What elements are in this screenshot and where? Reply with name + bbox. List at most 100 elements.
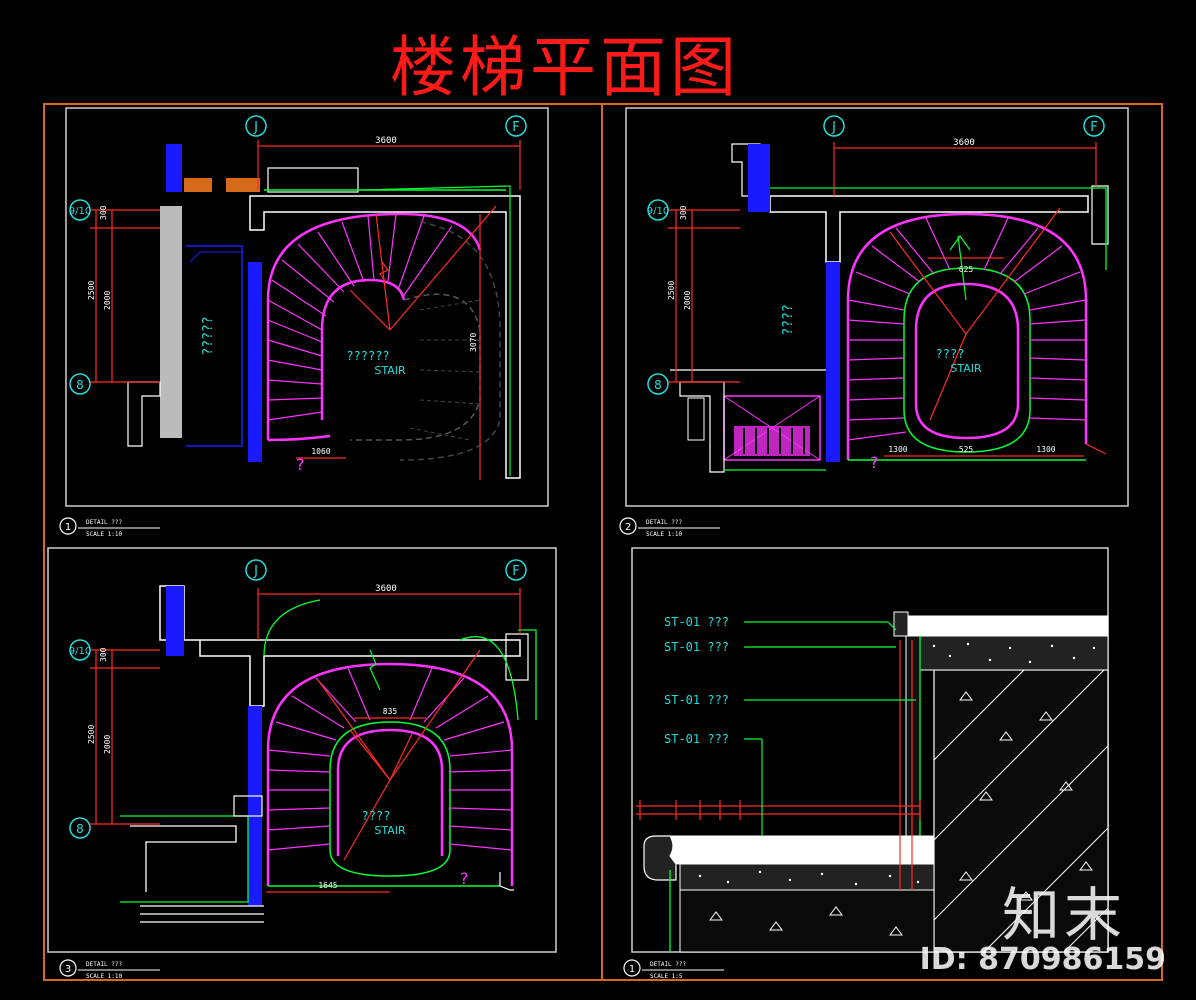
panel-2-dim-top-inner: 625 [959,265,974,274]
panel-2-handrail-blue [826,262,840,462]
panel-3-frame [47,547,557,953]
panel-1-label-q: ?????? [346,349,389,363]
panel-1-axis-row-bottom: 8 [76,378,84,392]
panel-1-detail-bubble [59,517,77,535]
section-label-1: ST-01 ??? [664,615,729,629]
panel-3-axis-j: J [253,564,258,579]
panel-2-stair-outer [846,212,1088,460]
panel-1-axis-9-bubble [69,199,91,221]
panel-3-stair-inner [336,728,444,856]
panel-3-column [166,586,184,656]
panel-1-detail-no: 1 [65,522,71,533]
panel-1-room-q: ????? [201,316,216,355]
panel-2-axis-row-bottom: 8 [654,378,662,392]
panel-1-axis-j: J [253,120,258,135]
panel-2-stair-inner [914,282,1020,440]
panel-1-axis-j-bubble [245,115,267,137]
panel-2-axis-row-top: 9/10 [647,206,669,217]
panel-1-hatch-a [184,178,212,192]
panel-2-column [748,144,770,212]
panel-2-dim-2000: 2000 [683,291,692,310]
panel-1-box [267,167,359,193]
panel-2-dimensions [668,142,1107,457]
panel-3-stair-plan: J F 9/10 8 3600 300 2500 2000 835 1645 ?… [47,547,557,980]
panel-2-detail-no: 2 [625,522,631,533]
panel-4-detail-bubble [623,959,641,977]
section-label-4: ST-01 ??? [664,732,729,746]
drawing-title: 楼梯平面图 [390,29,740,106]
panel-4-leaders [744,621,916,836]
panel-2-top-dim: 3600 [953,138,975,148]
panel-4-detail-name: DETAIL ??? [650,961,687,968]
panel-1-detail-scale: SCALE 1:10 [86,531,123,538]
panel-2-dim-b2: 525 [959,445,974,454]
panel-3-dimensions [90,588,521,893]
panel-1-frame [65,107,549,507]
panel-3-axis-f-bubble [505,559,527,581]
panel-2-wall [769,195,1089,263]
panel-1-dim-300: 300 [99,205,108,220]
panel-4-detail-no: 1 [629,964,635,975]
panel-3-dim-bottom: 1645 [318,881,337,890]
panel-1-stair-outer [266,212,482,440]
panel-2-room-q: ???? [781,304,796,335]
panel-1-dim-bottom: 1060 [311,447,330,456]
panel-2-detail-name: DETAIL ??? [646,519,683,526]
panel-3-detail-bubble [59,959,77,977]
panel-3-dim-2000: 2000 [103,735,112,754]
panel-1-treads [267,213,453,421]
panel-2-dim-b1: 1300 [888,445,907,454]
panel-3-label-stair: STAIR [374,824,406,837]
panel-1-stair-plan: J F 9/10 8 3600 300 2500 2000 3070 1060 … [59,107,549,538]
panel-1-q-mark: ? [296,455,305,474]
panel-3-axis-8-bubble [69,817,91,839]
panel-3-handrail-blue [248,706,262,906]
panel-1-wall [249,195,521,479]
panel-3-axis-row-bottom: 8 [76,822,84,836]
watermark-brand: 知末 [1001,881,1126,949]
panel-1-handrail-blue [248,262,262,462]
panel-2-label-q: ???? [936,347,965,361]
panel-1-stair-inner [320,278,406,420]
panel-4-section-detail: ST-01 ??? ST-01 ??? ST-01 ??? ST-01 ??? … [623,547,1109,980]
panel-2-axis-9-bubble [647,199,669,221]
panel-1-axis-f: F [512,120,519,135]
panel-1-dim-2500: 2500 [87,281,96,300]
panel-1-column [166,144,182,192]
panel-1-dim-2000: 2000 [103,291,112,310]
section-label-2: ST-01 ??? [664,640,729,654]
panel-2-axis-j-bubble [823,115,845,137]
watermark-id: ID: 870986159 [919,942,1166,977]
panel-3-axis-row-top: 9/10 [69,646,91,657]
panel-1-top-dim: 3600 [375,136,397,146]
panel-2-dim-b3: 1300 [1036,445,1055,454]
panel-1-label-stair: STAIR [374,364,406,377]
panel-3-detail-no: 3 [65,964,71,975]
panel-2-label-stair: STAIR [950,362,982,375]
panel-1-axis-8-bubble [69,373,91,395]
panel-3-stair-outer [266,662,514,886]
panel-3-treads [267,667,513,851]
panel-2-axis-f: F [1090,120,1097,135]
panel-4-concrete-hatch [933,669,1109,953]
panel-3-axis-f: F [512,564,519,579]
panel-4-detail-scale: SCALE 1:5 [650,973,683,980]
panel-2-frame [625,107,1129,507]
panel-2-q-mark: ? [870,453,879,472]
panel-2-detail-scale: SCALE 1:10 [646,531,683,538]
panel-2-dim-2500: 2500 [667,281,676,300]
panel-2-axis-f-bubble [1083,115,1105,137]
panel-1-hatch-b [226,178,260,192]
panel-4-dimensions [636,640,921,890]
panel-2-treads [847,217,1087,441]
panel-1-axis-row-top: 9/10 [69,206,91,217]
panel-3-top-dim: 3600 [375,584,397,594]
panel-1-dimensions [90,140,521,480]
panel-3-wall [159,585,521,707]
panel-3-q-mark: ? [460,869,469,888]
panel-1-axis-f-bubble [505,115,527,137]
panel-2-detail-bubble [619,517,637,535]
panel-3-label-q: ???? [362,809,391,823]
panel-1-side-wall [160,206,182,438]
